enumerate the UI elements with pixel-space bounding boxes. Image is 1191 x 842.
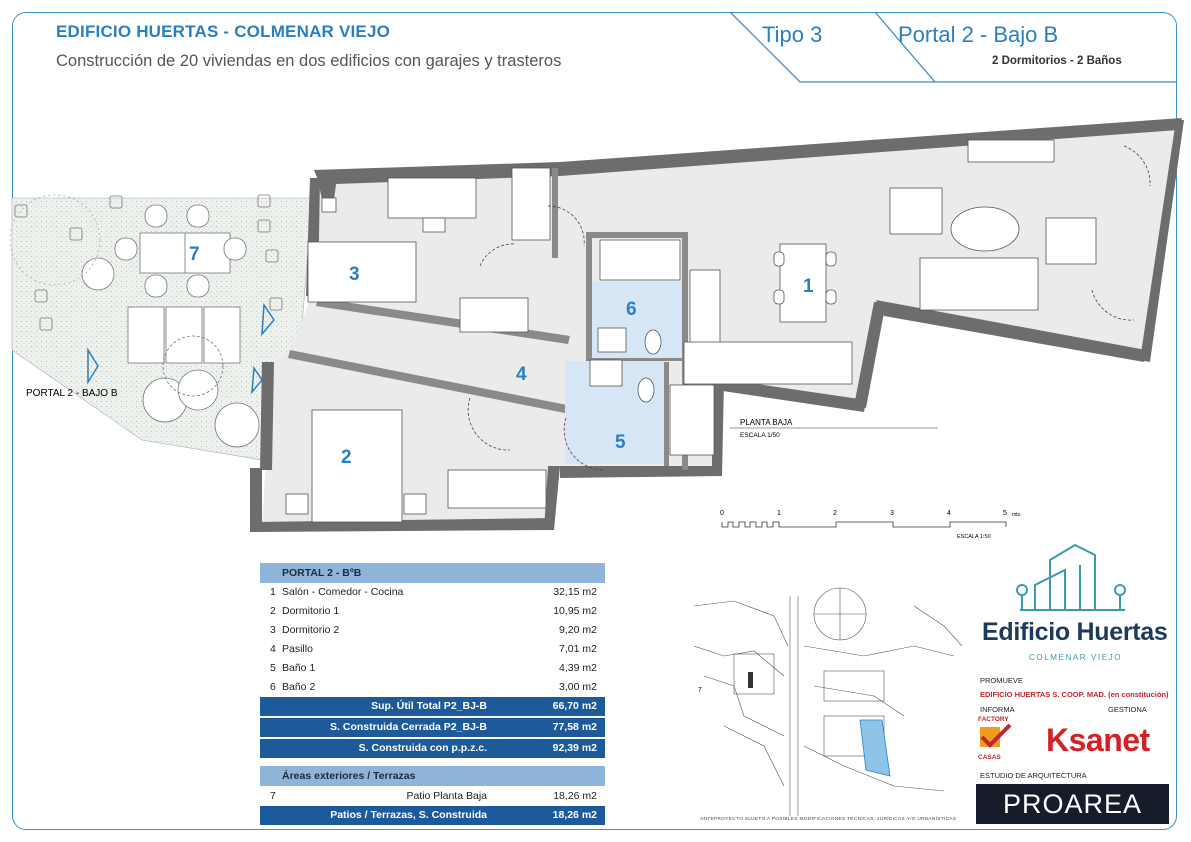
building-logo-icon xyxy=(1016,543,1126,611)
floor-plan: PORTAL 2 - BAJO B xyxy=(9,118,1184,540)
checkmark-icon xyxy=(980,723,1012,748)
project-title: EDIFICIO HUERTAS - COLMENAR VIEJO xyxy=(56,22,391,41)
scale-bar: 0 1 2 3 4 5 mts. ESCALA 1:50 xyxy=(720,510,1021,540)
informa-label: INFORMA xyxy=(980,705,1015,714)
plan-scale: ESCALA 1/50 xyxy=(740,432,780,439)
svg-text:4: 4 xyxy=(947,510,951,517)
exterior-total-row: Patios / Terrazas, S. Construida 18,26 m… xyxy=(260,806,605,825)
total-row: S. Construida con p.p.z.c.92,39 m2 xyxy=(260,739,605,758)
room-5-number: 5 xyxy=(615,432,626,453)
header-divider-lines xyxy=(690,12,1177,83)
svg-text:mts.: mts. xyxy=(1012,512,1021,518)
tipo-label: Tipo 3 xyxy=(762,22,823,47)
entrance-label: PORTAL 2 - BAJO B xyxy=(26,388,118,399)
doors xyxy=(467,145,1151,471)
svg-text:ESCALA 1:50: ESCALA 1:50 xyxy=(957,534,991,540)
project-subtitle: Construcción de 20 viviendas en dos edif… xyxy=(56,52,562,70)
svg-text:1: 1 xyxy=(777,510,781,517)
living-furniture xyxy=(683,139,1097,385)
estudio-label: ESTUDIO DE ARQUITECTURA xyxy=(980,771,1087,780)
room-6-number: 6 xyxy=(626,299,637,320)
svg-text:0: 0 xyxy=(720,510,724,517)
page-frame xyxy=(12,12,1177,830)
svg-text:5: 5 xyxy=(1003,510,1007,517)
brand-name: Edificio Huertas xyxy=(982,618,1168,646)
room-2-number: 2 xyxy=(341,447,352,468)
factory-casas-logo: FACTORY CASAS xyxy=(978,716,1018,766)
exterior-walls xyxy=(250,118,1184,532)
svg-text:7: 7 xyxy=(698,687,702,694)
svg-text:2: 2 xyxy=(833,510,837,517)
room-1-number: 1 xyxy=(803,276,814,297)
bedroom-2-furniture xyxy=(285,409,547,523)
gestiona-label: GESTIONA xyxy=(1108,705,1147,714)
disclaimer: ANTEPROYECTO SUJETO A POSIBLES MODIFICAC… xyxy=(700,817,957,822)
rooms-summary: 2 Dormitorios - 2 Baños xyxy=(992,55,1122,67)
promotor-name: EDIFICIO HUERTAS S. COOP. MAD. (en const… xyxy=(980,690,1169,699)
plan-title: PLANTA BAJA xyxy=(740,418,793,427)
architect-logo: PROAREA xyxy=(976,784,1169,824)
room-7-number: 7 xyxy=(189,244,200,265)
table-header: PORTAL 2 - BºB xyxy=(260,563,605,583)
patio-furniture xyxy=(9,194,283,448)
room-4-number: 4 xyxy=(516,364,527,385)
promueve-label: PROMUEVE xyxy=(980,676,1023,685)
bath-fixtures xyxy=(589,239,715,456)
room-3-number: 3 xyxy=(349,264,360,285)
bedroom-3-furniture xyxy=(307,167,551,333)
svg-text:3: 3 xyxy=(890,510,894,517)
brand-location: COLMENAR VIEJO xyxy=(1029,653,1123,662)
table-row: 7 Patio Planta Baja 18,26 m2 xyxy=(270,790,597,802)
gestora-logo: Ksanet xyxy=(1046,722,1150,758)
location-map: 7 xyxy=(694,587,963,816)
entrance-arrows xyxy=(87,302,275,395)
exterior-header: Áreas exteriores / Terrazas xyxy=(260,766,605,786)
portal-label: Portal 2 - Bajo B xyxy=(898,22,1059,47)
